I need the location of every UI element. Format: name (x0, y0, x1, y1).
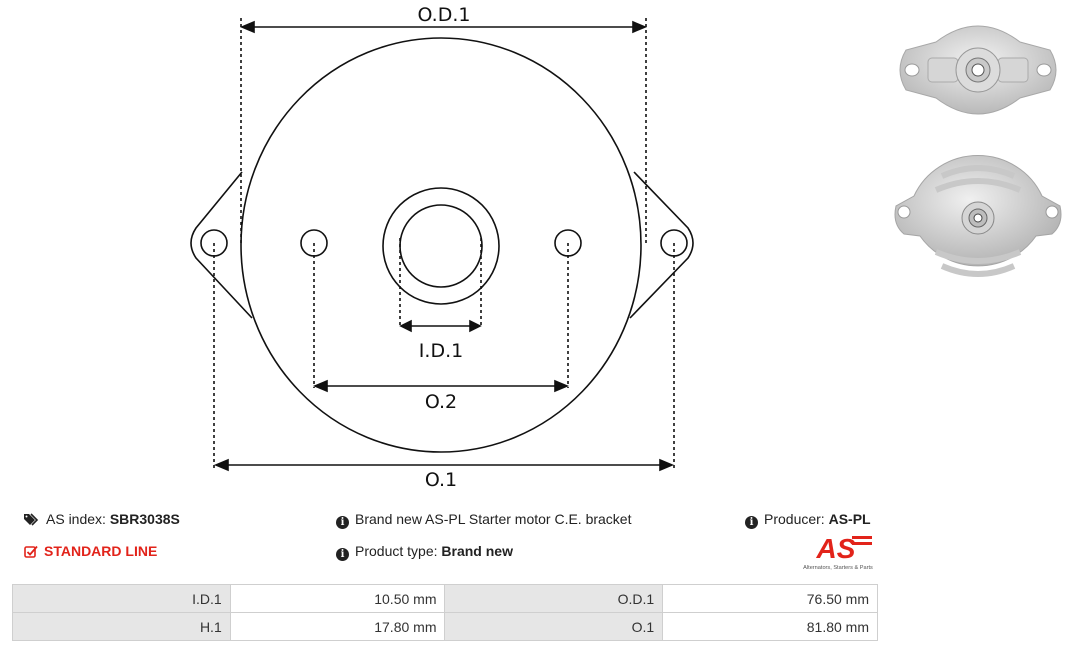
spec-label: O.1 (444, 612, 664, 641)
as-index-info: AS index: SBR3038S (24, 511, 180, 527)
product-type-info: i Product type: Brand new (336, 543, 513, 561)
o1-label: O.1 (425, 469, 457, 490)
producer-value: AS-PL (828, 511, 871, 527)
checked-box-icon (24, 545, 38, 558)
bracket-body-outline (240, 37, 642, 453)
producer-label: Producer: (764, 511, 825, 527)
od1-label: O.D.1 (418, 4, 471, 26)
tags-icon (24, 513, 39, 526)
info-icon: i (336, 516, 349, 529)
description-info: i Brand new AS-PL Starter motor C.E. brac… (336, 511, 632, 529)
spec-value: 81.80 mm (662, 612, 878, 641)
table-row: H.1 17.80 mm O.1 81.80 mm (12, 612, 878, 641)
as-index-label: AS index: (46, 511, 106, 527)
product-type-value: Brand new (441, 543, 513, 559)
table-row: I.D.1 10.50 mm O.D.1 76.50 mm (12, 584, 878, 613)
bushing-outer (382, 187, 500, 305)
bushing-inner (399, 204, 483, 288)
as-index-value: SBR3038S (109, 511, 180, 527)
spec-label: I.D.1 (12, 584, 231, 613)
product-photo-top (899, 25, 1057, 115)
product-type-label: Product type: (355, 543, 438, 559)
bracket-technical-drawing: O.D.1 I.D.1 O.2 O.1 (190, 4, 694, 490)
standard-line-badge: STANDARD LINE (24, 543, 157, 559)
logo-tagline: Alternators, Starters & Parts (803, 565, 873, 571)
o2-label: O.2 (425, 391, 457, 413)
right-ear-outline (629, 171, 694, 319)
spec-value: 10.50 mm (229, 584, 446, 613)
left-ear-outline (190, 171, 253, 319)
spec-value: 76.50 mm (662, 584, 878, 613)
spec-label: O.D.1 (444, 584, 664, 613)
info-icon: i (745, 516, 758, 529)
info-icon: i (336, 548, 349, 561)
as-pl-logo: AS Alternators, Starters & Parts (803, 533, 873, 571)
specs-table: I.D.1 10.50 mm O.D.1 76.50 mm H.1 17.80 … (12, 584, 878, 641)
logo-mark: AS (816, 533, 856, 564)
spec-value: 17.80 mm (229, 612, 446, 641)
product-photo-bottom (894, 155, 1062, 277)
standard-line-text: STANDARD LINE (44, 543, 158, 559)
id1-label: I.D.1 (419, 340, 463, 362)
product-description: Brand new AS-PL Starter motor C.E. brack… (355, 511, 632, 527)
spec-label: H.1 (12, 612, 231, 641)
producer-info: i Producer: AS-PL (745, 511, 871, 529)
